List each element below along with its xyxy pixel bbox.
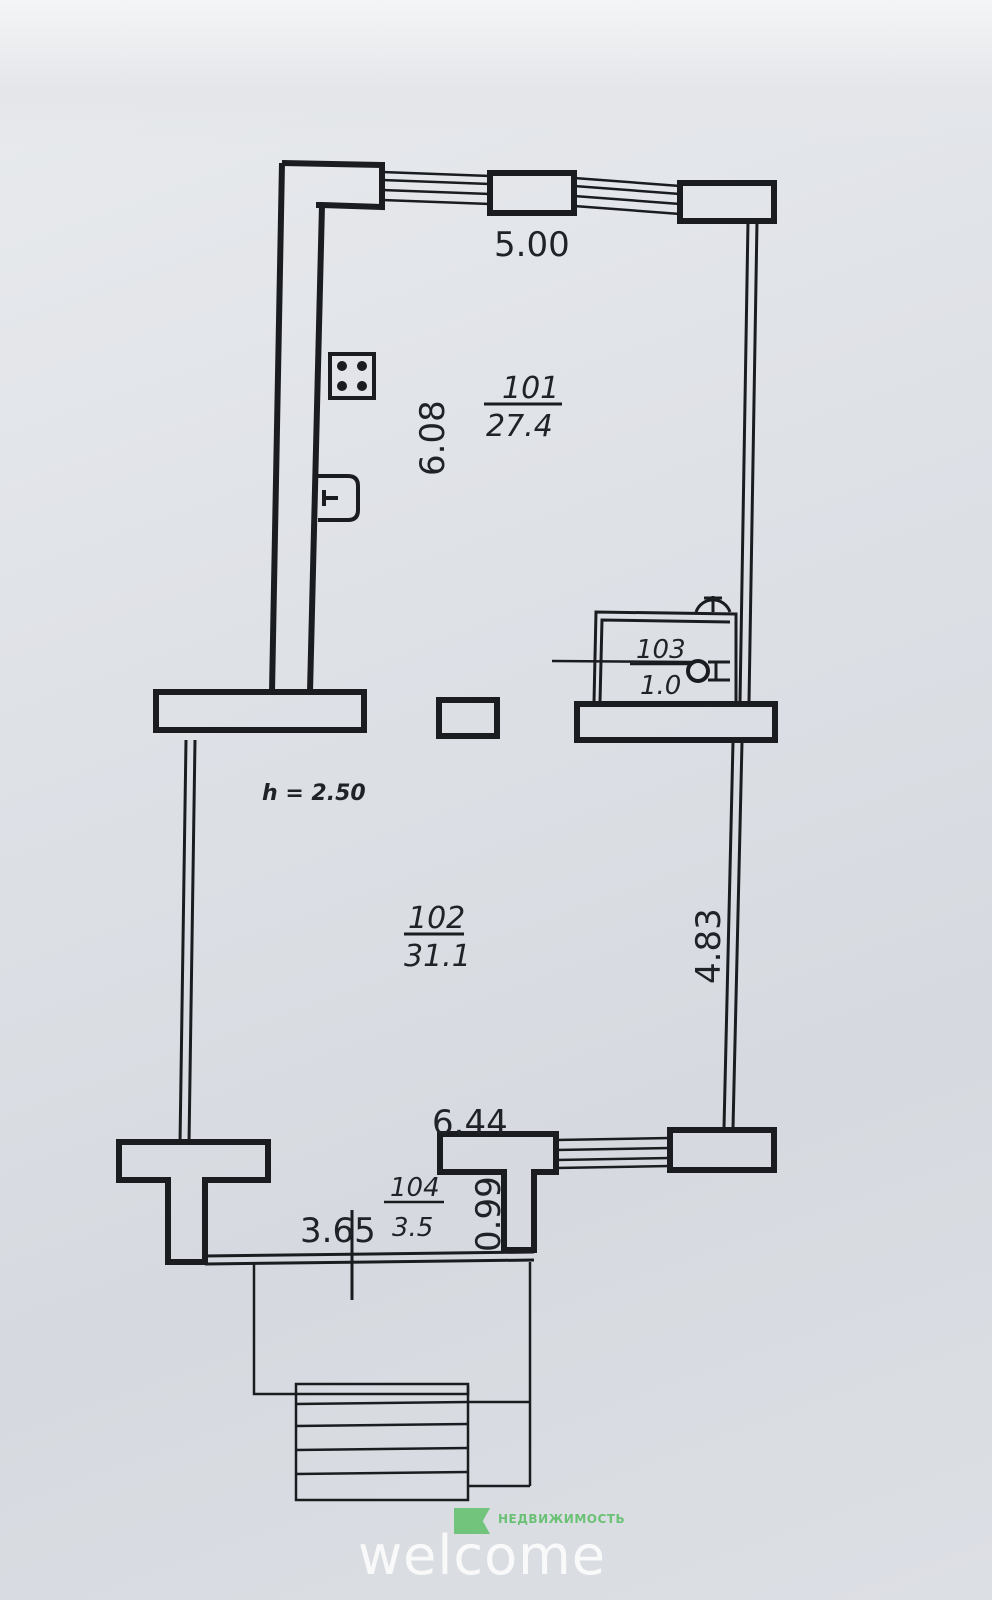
partition-column [436, 697, 500, 739]
top-wall-corner [677, 180, 777, 224]
bottom-mid-wall [437, 1131, 559, 1253]
room-104-area: 3.5 [392, 1213, 433, 1243]
top-wall [281, 160, 777, 224]
stove-icon [328, 352, 376, 400]
right-wall-102 [722, 741, 744, 1129]
bottom-right-pier [667, 1127, 777, 1173]
leader-103 [551, 659, 693, 664]
paper-top-light [0, 0, 992, 150]
closet-103 [551, 596, 738, 703]
dim-room101-height: 6.08 [413, 400, 453, 476]
dim-room104-width: 3.65 [300, 1211, 376, 1251]
bottom-window [555, 1136, 671, 1170]
welcome-watermark: НЕДВИЖИМОСТЬ welcome [358, 1502, 638, 1592]
stairs [294, 1382, 470, 1502]
left-wall-101 [269, 162, 325, 693]
room-102-area: 31.1 [404, 939, 471, 974]
dim-room102-width: 6.44 [432, 1103, 508, 1143]
room-101-number: 101 [502, 371, 559, 406]
top-window-right [573, 176, 681, 216]
toilet-icon [686, 659, 710, 683]
top-window-left [381, 170, 491, 206]
watermark-subtitle: НЕДВИЖИМОСТЬ [498, 1512, 626, 1526]
watermark-brand: welcome [358, 1524, 606, 1587]
top-wall-pier [487, 170, 577, 216]
partition-right [574, 701, 778, 743]
partition-left [153, 689, 367, 733]
bottom-left-wall [116, 1139, 271, 1265]
left-wall-102 [178, 739, 197, 1145]
room-104-number: 104 [390, 1173, 440, 1203]
dim-top-width: 5.00 [494, 225, 570, 265]
dim-room102-height: 4.83 [689, 908, 729, 984]
room-103-number: 103 [636, 635, 686, 665]
entrance-threshold [204, 1210, 535, 1300]
dim-room104-depth: 0.99 [469, 1176, 509, 1252]
ceiling-height: h = 2.50 [262, 781, 366, 806]
room-102-number: 102 [408, 901, 465, 936]
right-wall-101 [738, 220, 759, 703]
sink-icon [318, 474, 360, 522]
room-103-area: 1.0 [640, 671, 681, 701]
room-101-area: 27.4 [486, 409, 553, 444]
